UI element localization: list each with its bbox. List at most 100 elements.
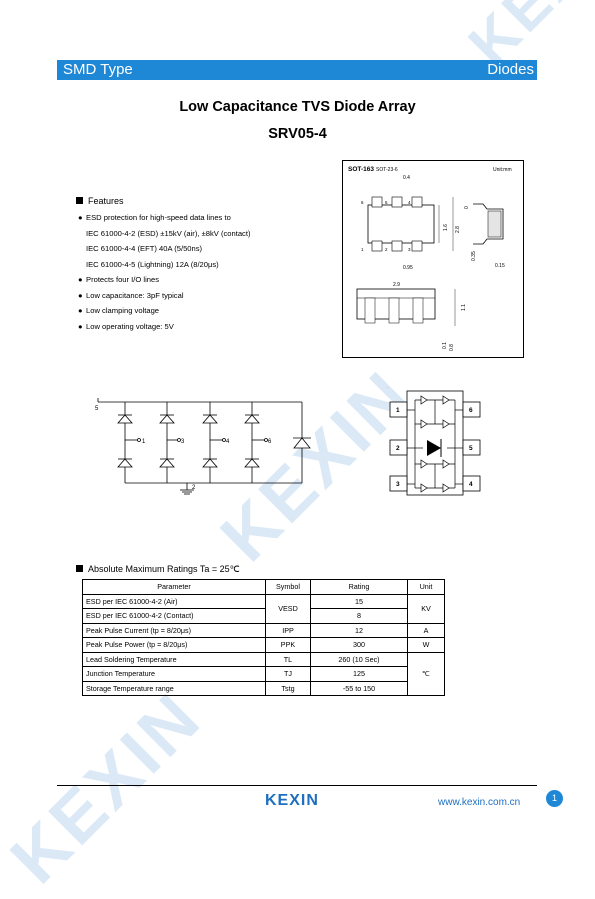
dim-label: 0.8: [449, 344, 455, 351]
table-row: Peak Pulse Power (tp = 8/20μs) PPK 300 W: [82, 637, 445, 653]
svg-text:5: 5: [385, 200, 388, 205]
feature-item: ●Low capacitance: 3pF typical: [78, 288, 251, 304]
pin-number: 4: [469, 481, 473, 488]
table-row: Peak Pulse Current (tp = 8/20μs) IPP 12 …: [82, 622, 445, 638]
symbol-cell: Tstg: [265, 680, 311, 696]
dim-label: 0.95: [403, 265, 413, 271]
bullet-icon: ●: [78, 275, 83, 284]
param-cell: Storage Temperature range: [82, 680, 266, 696]
pin-label: 3: [181, 439, 185, 445]
dim-label: 2.8: [455, 226, 461, 233]
package-outline-svg: SOT-163 SOT-23-6 Unit:mm 6 5 4 1 2 3 0.4 0.9…: [348, 166, 512, 351]
table-row: Lead Soldering Temperature TL 260 (10 Se…: [82, 651, 445, 696]
features-heading: Features: [76, 196, 124, 206]
dim-label: 0.15: [495, 263, 505, 269]
watermark-bottom: KEXIN: [0, 677, 217, 898]
symbol-cell: TJ: [265, 666, 311, 682]
col-header: Parameter: [82, 579, 266, 595]
rating-cell: 125: [310, 666, 408, 682]
ratings-table: Parameter Symbol Rating Unit ESD per IEC…: [82, 579, 445, 696]
svg-text:4: 4: [408, 200, 411, 205]
rating-cell: -55 to 150: [310, 680, 408, 696]
company-logo: KEXIN: [265, 792, 319, 809]
table-row: ESD per IEC 61000-4-2 (Air) VESD 15 KV: [82, 593, 445, 624]
square-bullet-icon: [76, 565, 83, 572]
svg-text:6: 6: [361, 200, 364, 205]
unit-cell: W: [407, 637, 445, 653]
package-unit: Unit:mm: [493, 167, 512, 173]
feature-item: ●Protects four I/O lines: [78, 272, 251, 288]
rating-cell: 260 (10 Sec): [310, 651, 408, 667]
symbol-cell: IPP: [265, 622, 311, 638]
header-type: SMD Type: [63, 61, 133, 78]
pin-label: 2: [192, 485, 196, 491]
pin-number: 6: [469, 407, 473, 414]
table-row: Junction Temperature TJ 125: [82, 666, 445, 682]
table-row: ESD per IEC 61000-4-2 (Contact) 8: [82, 608, 445, 624]
feature-item: IEC 61000-4-4 (EFT) 40A (5/50ns): [86, 244, 203, 253]
pinout-diagram: 1 2 3 6 5 4: [389, 390, 481, 496]
package-name: SOT-163: [348, 166, 374, 173]
square-bullet-icon: [76, 197, 83, 204]
col-header: Unit: [407, 579, 445, 595]
table-row: Storage Temperature range Tstg -55 to 15…: [82, 680, 445, 696]
bullet-icon: ●: [78, 306, 83, 315]
pin-label: 1: [142, 439, 146, 445]
param-cell: Peak Pulse Power (tp = 8/20μs): [82, 637, 266, 653]
svg-text:2: 2: [385, 247, 388, 252]
param-cell: Peak Pulse Current (tp = 8/20μs): [82, 622, 266, 638]
pin-label: 6: [268, 439, 272, 445]
doc-title: Low Capacitance TVS Diode Array: [179, 99, 416, 115]
dim-label: 1.1: [461, 304, 467, 311]
rating-cell: 8: [310, 608, 408, 624]
bullet-icon: ●: [78, 290, 83, 300]
feature-item: IEC 61000-4-5 (Lightning) 12A (8/20μs): [86, 259, 219, 269]
pin-label: 5: [95, 406, 99, 412]
dim-label: 0.1: [442, 342, 448, 349]
param-cell: ESD per IEC 61000-4-2 (Air): [82, 593, 266, 609]
feature-item: ●Low clamping voltage: [78, 303, 251, 319]
pin-number: 5: [469, 445, 473, 452]
feature-item: IEC 61000-4-2 (ESD) ±15kV (air), ±8kV (c…: [86, 228, 251, 238]
dim-label: 1.6: [443, 224, 449, 231]
unit-cell: ℃: [407, 651, 445, 696]
param-cell: ESD per IEC 61000-4-2 (Contact): [82, 608, 266, 624]
header-banner: SMD Type Diodes: [57, 60, 537, 80]
unit-cell: A: [407, 622, 445, 638]
dim-label: 2.9: [393, 282, 400, 288]
pin-number: 3: [396, 481, 400, 488]
svg-text:3: 3: [408, 247, 411, 252]
feature-item: ●Low operating voltage: 5V: [78, 319, 251, 335]
rating-cell: 15: [310, 593, 408, 609]
feature-item: ●ESD protection for high-speed data line…: [78, 210, 251, 226]
col-header: Rating: [310, 579, 408, 595]
symbol-cell: TL: [265, 651, 311, 667]
header-category: Diodes: [487, 61, 534, 78]
bullet-icon: ●: [78, 213, 83, 222]
features-list: ●ESD protection for high-speed data line…: [78, 210, 251, 334]
pin-number: 1: [396, 407, 400, 414]
company-url[interactable]: www.kexin.com.cn: [438, 797, 521, 808]
part-number: SRV05-4: [268, 126, 327, 142]
symbol-cell: VESD: [265, 593, 311, 624]
pin-label: 4: [226, 439, 230, 445]
svg-text:0: 0: [464, 206, 470, 209]
param-cell: Lead Soldering Temperature: [82, 651, 266, 667]
package-alt-name: SOT-23-6: [376, 167, 398, 173]
footer-divider: [57, 785, 537, 786]
dim-label: 0.35: [471, 251, 477, 261]
dim-label: 0.4: [403, 175, 410, 181]
col-header: Symbol: [265, 579, 311, 595]
table-header-row: Parameter Symbol Rating Unit: [82, 579, 445, 595]
ratings-heading: Absolute Maximum Ratings Ta = 25℃: [76, 564, 240, 575]
pin-number: 2: [396, 445, 400, 452]
symbol-cell: PPK: [265, 637, 311, 653]
package-drawing: SOT-163 SOT-23-6 Unit:mm 6 5 4 1 2 3 0.4 0.9…: [342, 160, 524, 358]
svg-text:1: 1: [361, 247, 364, 252]
bullet-icon: ●: [78, 321, 83, 331]
rating-cell: 12: [310, 622, 408, 638]
rating-cell: 300: [310, 637, 408, 653]
param-cell: Junction Temperature: [82, 666, 266, 682]
circuit-schematic: 5 1 3 4 6 2: [95, 398, 311, 495]
page-number-badge: 1: [546, 790, 563, 807]
